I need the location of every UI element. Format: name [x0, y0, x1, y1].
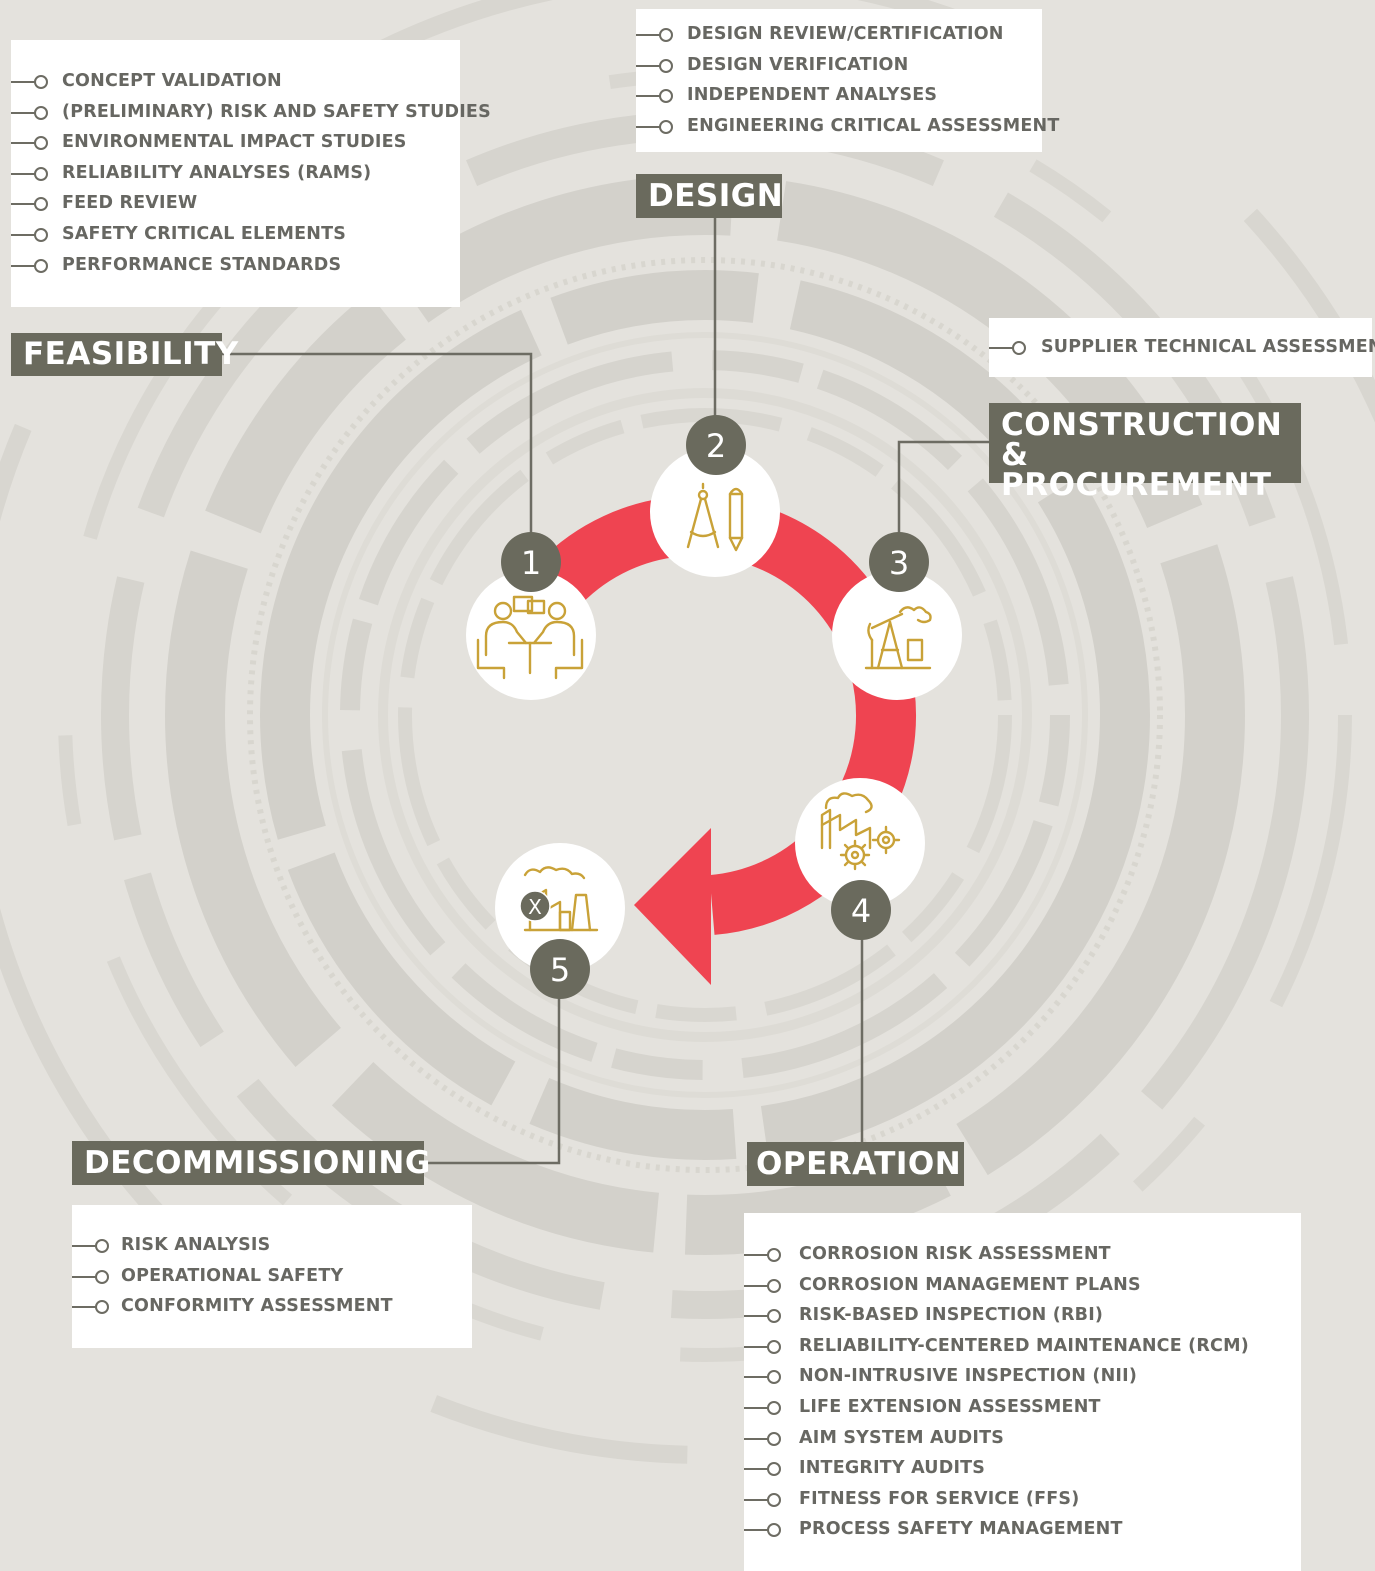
- bullet-icon: [11, 227, 51, 250]
- list-item: SUPPLIER TECHNICAL ASSESSMENT: [989, 332, 1375, 363]
- bullet-icon: [744, 1462, 784, 1484]
- badge-2-number: 2: [706, 427, 726, 465]
- list-item: CONFORMITY ASSESSMENT: [72, 1291, 472, 1322]
- list-item: DESIGN REVIEW/CERTIFICATION: [636, 19, 1042, 50]
- list-item: PROCESS SAFETY MANAGEMENT: [744, 1514, 1301, 1545]
- bullet-icon: [636, 89, 676, 111]
- bullet-icon: [11, 258, 51, 281]
- bullet-icon: [11, 136, 51, 158]
- list-item: AIM SYSTEM AUDITS: [744, 1423, 1301, 1454]
- list-item: NON-INTRUSIVE INSPECTION (NII): [744, 1361, 1301, 1392]
- decommissioning-connector: [424, 968, 561, 1165]
- compass-pencil-icon: [686, 482, 744, 552]
- list-item: DESIGN VERIFICATION: [636, 50, 1042, 81]
- badge-3: [869, 532, 929, 592]
- bullet-icon: [11, 75, 51, 97]
- feasibility-connector: [222, 352, 533, 560]
- list-item: ENGINEERING CRITICAL ASSESSMENT: [636, 111, 1059, 142]
- bullet-icon: [636, 58, 676, 81]
- bullet-icon: [11, 197, 51, 219]
- design-label: DESIGN: [636, 174, 783, 218]
- list-item: INTEGRITY AUDITS: [744, 1453, 1301, 1484]
- feasibility-panel: CONCEPT VALIDATION (PRELIMINARY) RISK AN…: [11, 40, 491, 307]
- badge-2: [686, 415, 746, 475]
- construction-panel: SUPPLIER TECHNICAL ASSESSMENT: [989, 318, 1375, 377]
- construction-label: CONSTRUCTION & PROCUREMENT: [989, 403, 1301, 501]
- bullet-icon: [72, 1300, 112, 1322]
- badge-4-number: 4: [851, 892, 871, 930]
- badge-5-number: 5: [550, 951, 570, 989]
- list-item: OPERATIONAL SAFETY: [72, 1261, 472, 1292]
- decommissioning-panel: RISK ANALYSIS OPERATIONAL SAFETY CONFORM…: [72, 1205, 472, 1348]
- pumpjack-icon: [864, 606, 932, 670]
- bullet-icon: [744, 1370, 784, 1392]
- design-circle: [650, 447, 780, 577]
- bullet-icon: [72, 1269, 112, 1292]
- list-item: FITNESS FOR SERVICE (FFS): [744, 1484, 1301, 1515]
- meeting-people-icon: [476, 595, 584, 680]
- list-item: CORROSION RISK ASSESSMENT: [744, 1239, 1301, 1270]
- x-mark-text: X: [528, 895, 542, 919]
- badge-3-number: 3: [889, 544, 909, 582]
- list-item: RELIABILITY ANALYSES (RAMS): [11, 158, 460, 189]
- list-item: SAFETY CRITICAL ELEMENTS: [11, 219, 460, 250]
- bullet-icon: [744, 1400, 784, 1423]
- decommissioning-label: DECOMMISSIONING: [72, 1141, 430, 1185]
- bullet-icon: [744, 1523, 784, 1545]
- design-panel: DESIGN REVIEW/CERTIFICATION DESIGN VERIF…: [636, 9, 1059, 152]
- bullet-icon: [744, 1431, 784, 1454]
- x-mark-circle: [519, 890, 551, 922]
- bullet-icon: [744, 1309, 784, 1331]
- bullet-icon: [636, 119, 676, 142]
- feasibility-label: FEASIBILITY: [11, 333, 238, 376]
- list-item: RISK-BASED INSPECTION (RBI): [744, 1300, 1301, 1331]
- list-item: FEED REVIEW: [11, 188, 460, 219]
- bullet-icon: [11, 105, 51, 128]
- bullet-icon: [989, 341, 1029, 363]
- list-item: CONCEPT VALIDATION: [11, 66, 460, 97]
- bullet-icon: [72, 1239, 112, 1261]
- bullet-icon: [744, 1339, 784, 1362]
- list-item: CORROSION MANAGEMENT PLANS: [744, 1270, 1301, 1301]
- list-item: (PRELIMINARY) RISK AND SAFETY STUDIES: [11, 97, 491, 128]
- bullet-icon: [636, 28, 676, 50]
- badge-5: [530, 939, 590, 999]
- list-item: ENVIRONMENTAL IMPACT STUDIES: [11, 127, 460, 158]
- operation-panel: CORROSION RISK ASSESSMENT CORROSION MANA…: [744, 1213, 1301, 1571]
- bullet-icon: [11, 166, 51, 189]
- factory-gears-icon: [820, 792, 901, 871]
- list-item: RELIABILITY-CENTERED MAINTENANCE (RCM): [744, 1331, 1301, 1362]
- badge-4: [831, 880, 891, 940]
- list-item: INDEPENDENT ANALYSES: [636, 80, 1042, 111]
- list-item: PERFORMANCE STANDARDS: [11, 250, 460, 281]
- bullet-icon: [744, 1248, 784, 1270]
- badge-1: [501, 532, 561, 592]
- badge-1-number: 1: [521, 544, 541, 582]
- operation-label: OPERATION: [747, 1142, 964, 1186]
- bullet-icon: [744, 1278, 784, 1301]
- list-item: RISK ANALYSIS: [72, 1230, 472, 1261]
- bullet-icon: [744, 1492, 784, 1515]
- list-item: LIFE EXTENSION ASSESSMENT: [744, 1392, 1301, 1423]
- cycle-arrowhead: [634, 828, 711, 985]
- construction-connector: [897, 440, 990, 560]
